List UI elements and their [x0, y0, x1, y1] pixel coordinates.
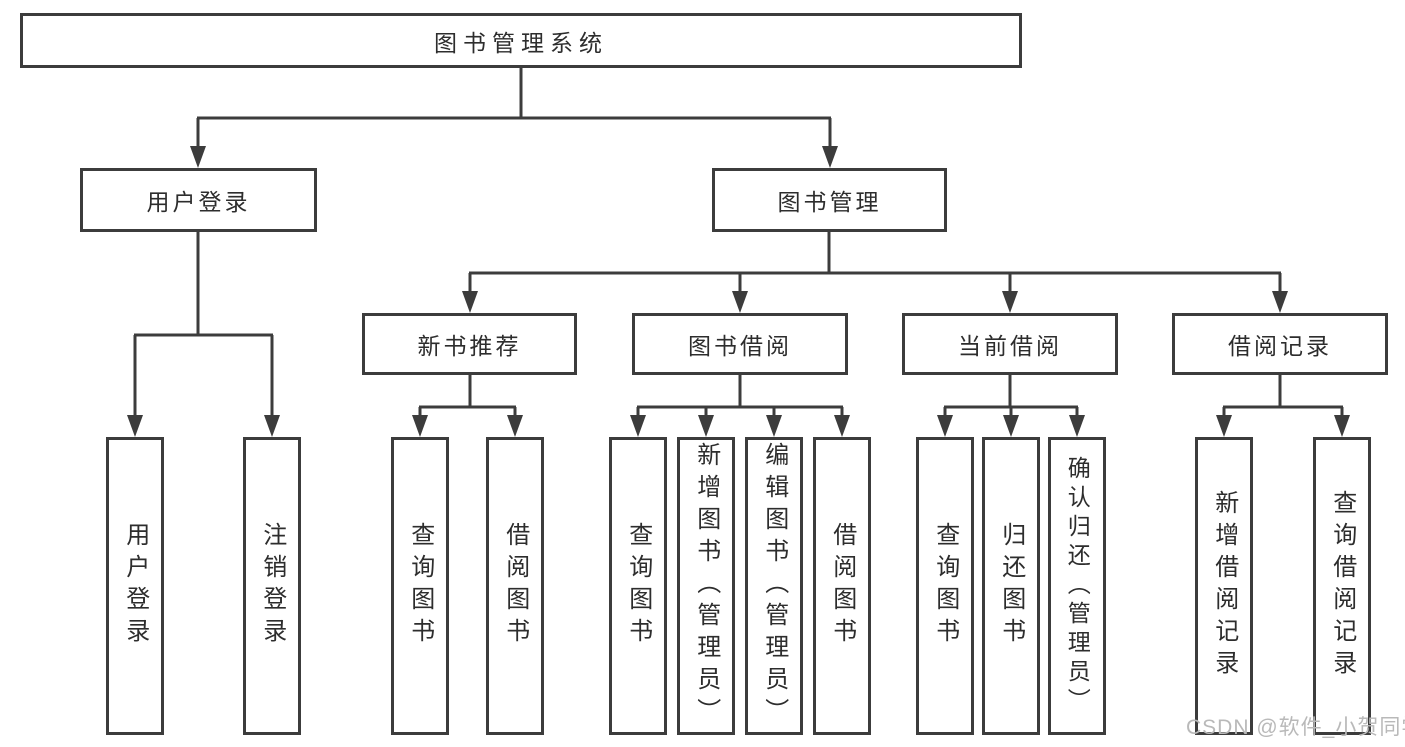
node-book-management-label: 图书管理 [777, 189, 882, 215]
connector-records-to-leaves [1222, 374, 1344, 418]
leaf-borrow-borrow-books-label: 借阅图书 [828, 522, 856, 650]
leaf-recommend-borrow-books: 借阅图书 [486, 437, 544, 735]
leaf-records-query-record-label: 查询借阅记录 [1328, 490, 1356, 682]
arrowhead-borrow-leaves [630, 415, 850, 437]
leaf-current-return-books-label: 归还图书 [997, 522, 1025, 650]
connector-bookmgmt-to-level2 [468, 231, 1282, 294]
leaf-borrow-query-books: 查询图书 [609, 437, 667, 735]
leaf-borrow-add-books-admin-label: 新增图书（管理员） [692, 442, 720, 730]
node-borrow-records: 借阅记录 [1172, 313, 1388, 375]
leaf-current-confirm-return-admin-label: 确认归还（管理员） [1064, 455, 1091, 717]
leaf-logout-label: 注销登录 [258, 522, 286, 650]
leaf-borrow-borrow-books: 借阅图书 [813, 437, 871, 735]
arrowhead-current-leaves [937, 415, 1085, 437]
leaf-current-return-books: 归还图书 [982, 437, 1040, 735]
connector-root-to-level1 [196, 68, 832, 150]
leaf-borrow-edit-books-admin-label: 编辑图书（管理员） [760, 442, 788, 730]
leaf-current-query-books: 查询图书 [916, 437, 974, 735]
csdn-watermark: CSDN @软件_小贺同学 [1186, 716, 1405, 739]
leaf-user-login: 用户登录 [106, 437, 164, 735]
connector-recommend-to-leaves [418, 374, 517, 418]
arrowhead-login-leaves [127, 415, 280, 437]
node-book-management: 图书管理 [712, 168, 947, 232]
arrowhead-level2 [462, 291, 1288, 313]
leaf-borrow-query-books-label: 查询图书 [624, 522, 652, 650]
connector-userlogin-to-leaves [133, 231, 274, 418]
leaf-recommend-query-books-label: 查询图书 [406, 522, 434, 650]
leaf-current-query-books-label: 查询图书 [931, 522, 959, 650]
leaf-user-login-label: 用户登录 [121, 522, 149, 650]
arrowhead-records-leaves [1216, 415, 1350, 437]
node-root-label: 图书管理系统 [434, 29, 608, 56]
leaf-recommend-borrow-books-label: 借阅图书 [501, 522, 529, 650]
arrowhead-recommend-leaves [412, 415, 523, 437]
node-user-login-label: 用户登录 [146, 189, 251, 215]
connector-current-to-leaves [943, 374, 1079, 418]
leaf-records-add-record: 新增借阅记录 [1195, 437, 1253, 735]
node-new-book-recommend-label: 新书推荐 [417, 333, 522, 359]
node-book-borrow: 图书借阅 [632, 313, 848, 375]
node-book-borrow-label: 图书借阅 [688, 333, 792, 359]
leaf-records-add-record-label: 新增借阅记录 [1210, 490, 1238, 682]
arrowhead-level1 [190, 146, 838, 168]
node-root-library-system: 图书管理系统 [20, 13, 1022, 68]
leaf-logout: 注销登录 [243, 437, 301, 735]
leaf-recommend-query-books: 查询图书 [391, 437, 449, 735]
node-new-book-recommend: 新书推荐 [362, 313, 577, 375]
leaf-records-query-record: 查询借阅记录 [1313, 437, 1371, 735]
node-current-borrow-label: 当前借阅 [958, 333, 1062, 359]
leaf-borrow-edit-books-admin: 编辑图书（管理员） [745, 437, 803, 735]
node-borrow-records-label: 借阅记录 [1228, 333, 1332, 359]
leaf-current-confirm-return-admin: 确认归还（管理员） [1048, 437, 1106, 735]
node-current-borrow: 当前借阅 [902, 313, 1118, 375]
node-user-login: 用户登录 [80, 168, 317, 232]
leaf-borrow-add-books-admin: 新增图书（管理员） [677, 437, 735, 735]
connector-borrow-to-leaves [636, 374, 844, 418]
